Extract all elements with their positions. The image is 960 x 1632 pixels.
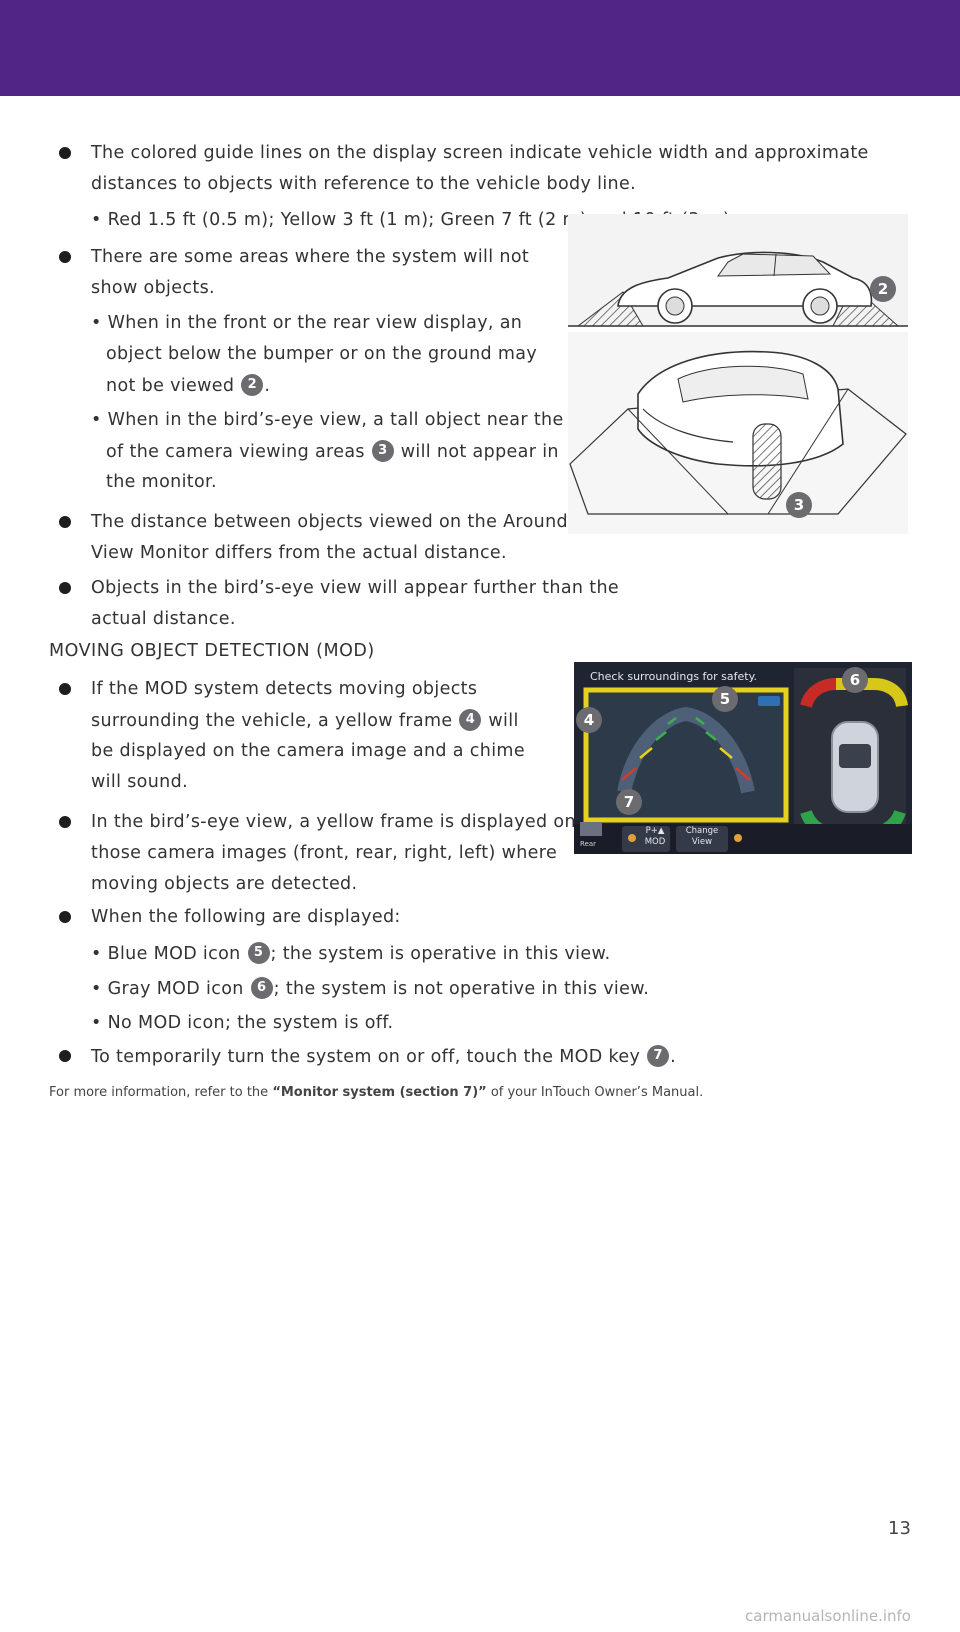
rear-view-label: Rear	[580, 840, 597, 848]
bullet	[59, 911, 71, 923]
sub-bullet-text: • When in the bird’s-eye view, a tall ob…	[91, 410, 619, 430]
text-fragment: .	[670, 1047, 677, 1067]
footnote-text: For more information, refer to the	[49, 1085, 273, 1100]
page-number: 13	[888, 1518, 911, 1539]
change-view-button[interactable]: Change View	[685, 826, 719, 847]
text-fragment: surrounding the vehicle, a yellow frame	[91, 711, 453, 731]
text-fragment: of the camera viewing areas	[106, 442, 365, 462]
footnote-reference: “Monitor system (section 7)”	[272, 1085, 487, 1100]
callout-2-inline: 2	[241, 374, 264, 396]
bullet	[59, 147, 71, 159]
mod-key-button[interactable]: P+▲ MOD	[644, 826, 666, 847]
callout-7: 7	[616, 789, 642, 815]
callout-3: 3	[786, 492, 812, 518]
car-side-view-illustration	[568, 214, 908, 534]
bullet	[59, 582, 71, 594]
body-text: will sound.	[91, 772, 188, 792]
sub-bullet-text: • When in the front or the rear view dis…	[91, 313, 523, 333]
body-text: Objects in the bird’s-eye view will appe…	[91, 578, 620, 598]
bullet	[59, 1050, 71, 1062]
footnote-text: of your InTouch Owner’s Manual.	[486, 1085, 704, 1100]
section-heading: MOVING OBJECT DETECTION (MOD)	[49, 641, 375, 661]
text-fragment: ; the system is operative in this view.	[270, 944, 611, 964]
body-text: If the MOD system detects moving objects	[91, 679, 478, 699]
body-text: distances to objects with reference to t…	[91, 174, 637, 194]
bullet	[59, 816, 71, 828]
text-fragment: ; the system is not operative in this vi…	[273, 979, 650, 999]
callout-6-inline: 6	[250, 977, 273, 999]
sub-bullet-text: not be viewed 2.	[106, 374, 270, 398]
around-view-monitor-screen: Check surroundings for safety. P+▲ MOD C…	[574, 662, 912, 854]
callout-2: 2	[870, 276, 896, 302]
body-text: surrounding the vehicle, a yellow frame …	[91, 709, 519, 733]
callout-4-inline: 4	[459, 709, 482, 731]
text-fragment: • Gray MOD icon	[91, 979, 244, 999]
body-text: be displayed on the camera image and a c…	[91, 741, 525, 761]
car-blind-spot-figure: 2 3	[568, 214, 908, 534]
text-fragment: will	[488, 711, 519, 731]
body-text: actual distance.	[91, 609, 236, 629]
callout-3-inline: 3	[371, 440, 394, 462]
monitor-screen-illustration	[574, 662, 912, 854]
body-text: To temporarily turn the system on or off…	[91, 1045, 676, 1069]
body-text: moving objects are detected.	[91, 874, 358, 894]
callout-5-inline: 5	[247, 942, 270, 964]
bullet	[59, 683, 71, 695]
text-fragment: .	[264, 376, 271, 396]
callout-6: 6	[842, 667, 868, 693]
header-band	[0, 0, 960, 96]
text-fragment: will not appear in	[400, 442, 559, 462]
bullet	[59, 516, 71, 528]
sub-bullet-text: • Gray MOD icon 6; the system is not ope…	[91, 977, 649, 1001]
sub-bullet-text: • Blue MOD icon 5; the system is operati…	[91, 942, 610, 966]
body-text: those camera images (front, rear, right,…	[91, 843, 558, 863]
callout-5: 5	[712, 686, 738, 712]
callout-7-inline: 7	[647, 1045, 670, 1067]
sub-bullet-text: of the camera viewing areas 3 will not a…	[106, 440, 559, 464]
sub-bullet-text: • No MOD icon; the system is off.	[91, 1013, 394, 1033]
body-text: When the following are displayed:	[91, 907, 401, 927]
screen-top-message: Check surroundings for safety.	[590, 670, 758, 683]
sub-bullet-text: object below the bumper or on the ground…	[106, 344, 538, 364]
callout-4: 4	[576, 707, 602, 733]
footnote: For more information, refer to the “Moni…	[49, 1085, 703, 1100]
body-text: View Monitor differs from the actual dis…	[91, 543, 507, 563]
watermark: carmanualsonline.info	[745, 1607, 911, 1625]
body-text: The colored guide lines on the display s…	[91, 143, 869, 163]
body-text: There are some areas where the system wi…	[91, 247, 530, 267]
body-text: In the bird’s-eye view, a yellow frame i…	[91, 812, 576, 832]
bullet	[59, 251, 71, 263]
text-fragment: • Blue MOD icon	[91, 944, 241, 964]
body-text: The distance between objects viewed on t…	[91, 512, 568, 532]
text-fragment: To temporarily turn the system on or off…	[91, 1047, 641, 1067]
sub-bullet-text: the monitor.	[106, 472, 217, 492]
body-text: show objects.	[91, 278, 215, 298]
text-fragment: not be viewed	[106, 376, 235, 396]
